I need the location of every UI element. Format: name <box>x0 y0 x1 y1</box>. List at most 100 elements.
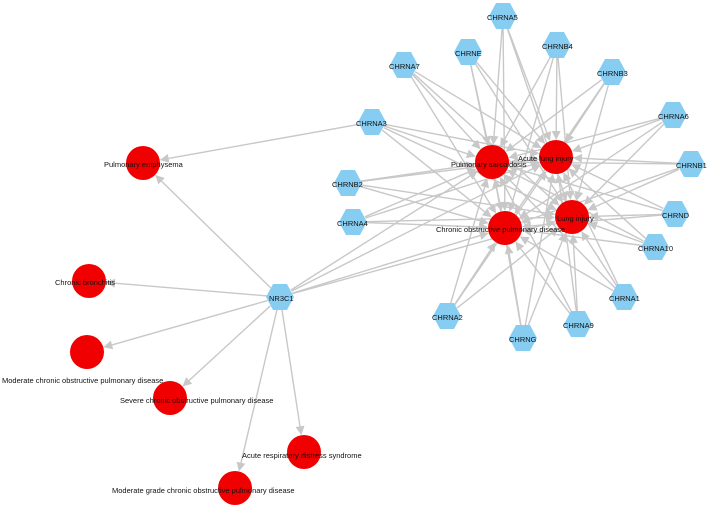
edge-chrna5-ali <box>506 27 548 133</box>
gene-node-chrnb3 <box>598 59 626 85</box>
edge-chrna10-ali <box>574 173 646 239</box>
arrowhead-chrna3-pe <box>159 154 170 163</box>
edge-chrna2-copd <box>453 249 492 306</box>
node-label-nr3c1: NR3C1 <box>269 294 294 303</box>
edge-nr3c1-cb <box>114 282 268 297</box>
arrowhead-chrna1-ali <box>563 172 572 183</box>
node-label-chrne: CHRNE <box>455 49 482 58</box>
arrowhead-nr3c1-pe <box>155 174 165 185</box>
edge-chrna6-ali <box>580 118 662 149</box>
arrowhead-nr3c1-copd <box>478 231 489 240</box>
edge-chrna5-ps <box>493 28 503 137</box>
node-label-chrna6: CHRNA6 <box>658 112 689 121</box>
edge-chrna3-ps <box>384 125 468 155</box>
edge-chrnb4-ali <box>555 57 558 132</box>
node-label-pe: Pulmonary emphysema <box>104 160 184 169</box>
arrowhead-chrna3-copd <box>481 208 492 218</box>
arrowhead-chrna2-copd <box>486 242 496 253</box>
edge-chrng-li <box>527 240 563 327</box>
node-label-chrna2: CHRNA2 <box>432 313 463 322</box>
gene-node-chrna4 <box>339 209 367 235</box>
arrowhead-chrna1-ps <box>503 174 514 184</box>
node-label-chrnd: CHRND <box>662 211 690 220</box>
arrowhead-chrna2-li <box>548 227 559 237</box>
arrowhead-chrna2-ps <box>480 178 489 189</box>
disease-node-ali <box>539 140 573 174</box>
edge-chrng-ali <box>524 182 552 326</box>
arrowhead-chrng-li <box>558 232 567 243</box>
node-label-chrnb1: CHRNB1 <box>676 161 707 170</box>
edge-chrna3-li <box>383 126 549 207</box>
node-label-ps: Pulmonary sarcoidosis <box>451 160 527 169</box>
gene-node-chrne <box>454 39 482 65</box>
gene-node-chrnb2 <box>334 170 362 196</box>
arrowhead-nr3c1-cb <box>105 278 116 288</box>
node-label-chrnb2: CHRNB2 <box>332 180 363 189</box>
edge-chrna9-ps <box>503 184 573 313</box>
edge-chrnd-ali <box>579 167 664 210</box>
arrowhead-chrne-ali <box>535 134 546 144</box>
arrowhead-chrng-ali <box>546 173 556 184</box>
edge-chrnb3-ps <box>512 79 603 147</box>
edge-chrna3-ali <box>384 123 531 153</box>
gene-node-chrnb4 <box>543 32 571 58</box>
gene-node-chrnb1 <box>677 151 705 177</box>
arrowhead-nr3c1-mcopd <box>103 340 114 350</box>
edge-chrnb3-li <box>578 84 610 193</box>
node-label-copd: Chronic obstructive pulmonary disease <box>436 225 565 234</box>
gene-node-chrna6 <box>659 102 687 128</box>
arrowhead-chrna6-ps <box>508 151 519 160</box>
arrowhead-chrna1-li <box>581 231 590 242</box>
node-label-chrna5: CHRNA5 <box>487 13 518 22</box>
arrowhead-chrnb3-ps <box>505 142 516 152</box>
node-label-chrna3: CHRNA3 <box>356 119 387 128</box>
arrowhead-chrna3-ps <box>465 149 476 158</box>
edge-chrna7-li <box>413 73 554 201</box>
edge-nr3c1-ali <box>291 168 534 292</box>
node-label-ali: Acute lung injury <box>518 154 574 163</box>
disease-node-pe <box>126 146 160 180</box>
arrowhead-chrng-copd <box>504 244 514 255</box>
arrowhead-chrna3-ali <box>529 147 540 157</box>
edge-nr3c1-ps <box>290 175 471 291</box>
edge-chrna9-li <box>572 242 578 312</box>
edge-chrna1-li <box>585 238 618 287</box>
node-label-mcopd: Moderate chronic obstructive pulmonary d… <box>2 376 163 385</box>
node-label-chrna10: CHRNA10 <box>638 244 673 253</box>
arrowhead-chrna5-ali <box>542 131 552 142</box>
node-label-chrng: CHRNG <box>509 335 537 344</box>
edge-chrna7-copd <box>410 75 492 207</box>
arrowhead-chrna2-ali <box>537 171 547 181</box>
node-label-scopd: Severe chronic obstructive pulmonary dis… <box>120 396 273 405</box>
edge-chrnd-li <box>597 213 663 217</box>
arrowhead-chrna1-copd <box>519 236 530 245</box>
arrowhead-chrnb4-ps <box>500 137 509 148</box>
edge-nr3c1-pe <box>161 180 272 289</box>
gene-node-chrna9 <box>564 311 592 337</box>
edge-chrng-copd <box>508 253 522 326</box>
nodes-layer <box>70 3 705 505</box>
node-label-cb: Chronic bronchitis <box>55 278 115 287</box>
node-label-mgcopd: Moderate grade chronic obstructive pulmo… <box>112 486 295 495</box>
arrowhead-chrna9-ali <box>554 173 564 184</box>
arrowhead-chrnb3-ali <box>565 132 575 143</box>
edge-chrna6-li <box>589 123 665 199</box>
arrowhead-chrna10-li <box>588 221 598 231</box>
edge-chrna4-ps <box>364 171 469 218</box>
disease-node-cb <box>72 264 106 298</box>
node-label-li: Lung injury <box>557 214 594 223</box>
gene-node-chrna3 <box>358 109 386 135</box>
gene-node-chrna7 <box>390 52 418 78</box>
gene-node-chrnd <box>661 201 689 227</box>
edge-chrna7-ps <box>412 74 476 144</box>
gene-node-chrna5 <box>489 3 517 29</box>
node-label-ards: Acute respiratory distress syndrome <box>242 451 362 460</box>
edge-chrnb4-copd <box>511 57 555 204</box>
arrowhead-chrna6-ali <box>572 144 582 153</box>
arrowhead-chrnb4-ali <box>551 131 561 140</box>
arrowhead-chrna9-copd <box>515 241 525 252</box>
disease-node-mgcopd <box>218 471 252 505</box>
edge-chrnb1-li <box>595 168 680 208</box>
edge-nr3c1-mcopd <box>111 299 268 346</box>
arrowhead-chrna7-li <box>549 196 560 206</box>
